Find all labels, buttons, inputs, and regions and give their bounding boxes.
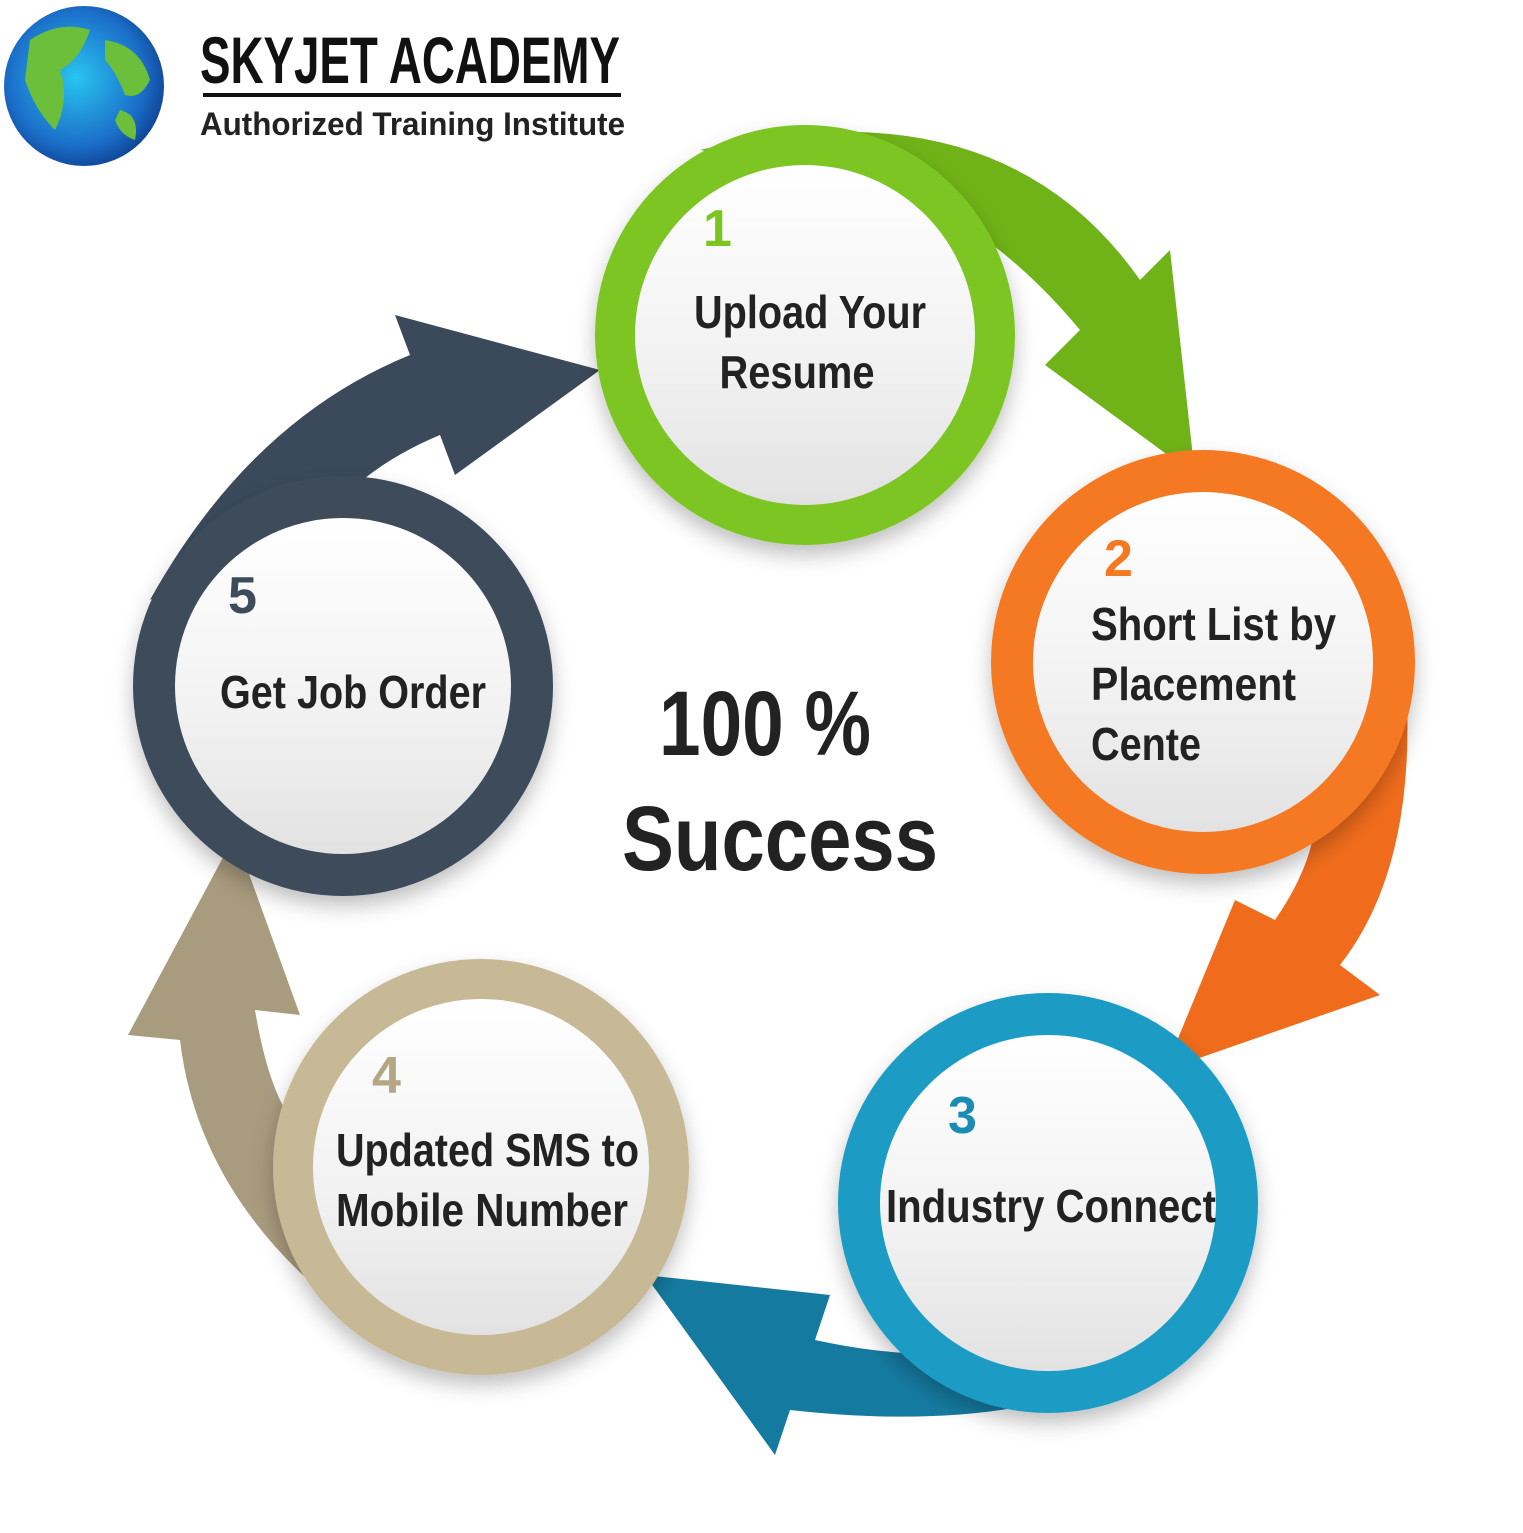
brand-tagline: Authorized Training Institute (200, 106, 625, 142)
step-number: 2 (1104, 530, 1133, 588)
step-label: Mobile Number (336, 1184, 628, 1236)
brand-underline (203, 93, 621, 97)
globe-icon (4, 6, 164, 166)
step-label: Industry Connect (886, 1180, 1216, 1232)
step-label: Cente (1091, 718, 1201, 770)
step-number: 5 (228, 567, 257, 625)
step-label: Placement (1091, 658, 1296, 710)
center-percentage: 100 % (659, 673, 871, 775)
step-number: 1 (703, 200, 732, 258)
step-label: Get Job Order (220, 666, 486, 718)
step-label: Short List by (1091, 598, 1336, 650)
step-number: 4 (372, 1047, 401, 1105)
step-4: 4 Updated SMS to Mobile Number (273, 959, 689, 1375)
step-5: 5 Get Job Order (133, 476, 553, 896)
center-success: Success (622, 788, 938, 890)
step-number: 3 (948, 1087, 977, 1145)
step-2: 2 Short List by Placement Cente (991, 450, 1415, 874)
brand-name: SKYJET ACADEMY (200, 23, 620, 97)
step-label: Upload Your (694, 286, 926, 338)
logo: SKYJET ACADEMY Authorized Training Insti… (4, 6, 625, 166)
arrow-step1-to-step2 (700, 131, 1195, 475)
step-label: Updated SMS to (336, 1124, 639, 1176)
step-3: 3 Industry Connect (838, 993, 1258, 1413)
step-1: 1 Upload Your Resume (595, 125, 1015, 545)
step-label: Resume (720, 346, 875, 398)
